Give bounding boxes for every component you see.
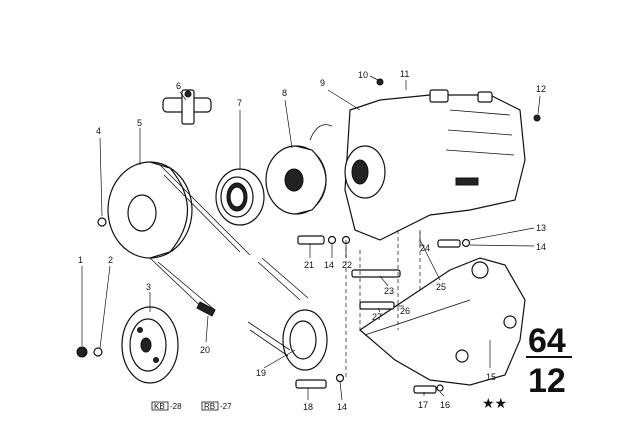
callout-14-bottom: 14 bbox=[337, 402, 347, 412]
callout-7: 7 bbox=[237, 98, 242, 108]
callout-17: 17 bbox=[418, 400, 428, 410]
callout-26: 26 bbox=[400, 306, 410, 316]
callout-5: 5 bbox=[137, 118, 142, 128]
callout-20: 20 bbox=[200, 345, 210, 355]
ref-kb-text: -28 bbox=[170, 402, 182, 411]
callout-14-middle: 14 bbox=[324, 260, 334, 270]
rating-stars: ★★ bbox=[482, 396, 507, 412]
part-6-fitting bbox=[162, 89, 212, 125]
part-20-belt bbox=[149, 164, 251, 317]
fasteners bbox=[76, 78, 541, 394]
callout-13: 13 bbox=[536, 223, 546, 233]
ref-box-rb-code: RB bbox=[204, 402, 215, 411]
callout-21: 21 bbox=[304, 260, 314, 270]
part-15-bracket bbox=[359, 257, 526, 386]
part-3-crank-pulley bbox=[121, 306, 179, 384]
ref-rb-text: -27 bbox=[220, 402, 232, 411]
callout-24: 24 bbox=[420, 243, 430, 253]
part-8-clutch-plate bbox=[265, 124, 333, 215]
callout-14-right: 14 bbox=[536, 242, 546, 252]
callout-3: 3 bbox=[146, 282, 151, 292]
ref-box-kb-icon bbox=[151, 401, 169, 411]
part-5-pulley bbox=[107, 161, 193, 259]
callout-6: 6 bbox=[176, 81, 181, 91]
part-9-compressor bbox=[344, 89, 526, 241]
part-19-pulley bbox=[247, 257, 328, 371]
callout-22: 22 bbox=[342, 260, 352, 270]
part-7-bearing bbox=[215, 168, 265, 226]
ref-box-rb-icon bbox=[201, 401, 219, 411]
callout-11: 11 bbox=[400, 69, 409, 79]
callout-25: 25 bbox=[436, 282, 446, 292]
callout-15: 15 bbox=[486, 372, 496, 382]
callout-8: 8 bbox=[282, 88, 287, 98]
callout-9: 9 bbox=[320, 78, 325, 88]
group-number-top: 64 bbox=[528, 322, 566, 360]
callout-labels: 1 2 3 4 5 6 7 8 9 10 11 12 13 14 14 14 1… bbox=[78, 69, 546, 412]
callout-12: 12 bbox=[536, 84, 546, 94]
leader-lines bbox=[81, 75, 541, 401]
ref-box-kb-code: KB bbox=[154, 402, 165, 411]
callout-23: 23 bbox=[384, 286, 394, 296]
callout-16: 16 bbox=[440, 400, 450, 410]
group-number-bottom: 12 bbox=[528, 362, 566, 400]
callout-1: 1 bbox=[78, 255, 83, 265]
callout-4: 4 bbox=[96, 126, 101, 136]
callout-19: 19 bbox=[256, 368, 266, 378]
callout-2: 2 bbox=[108, 255, 113, 265]
group-number: 64 12 ★★ bbox=[482, 322, 572, 412]
callout-10: 10 bbox=[358, 70, 368, 80]
cross-references: KB -28 RB -27 bbox=[151, 401, 232, 411]
callout-27: 27 bbox=[372, 312, 382, 322]
callout-18: 18 bbox=[303, 402, 313, 412]
